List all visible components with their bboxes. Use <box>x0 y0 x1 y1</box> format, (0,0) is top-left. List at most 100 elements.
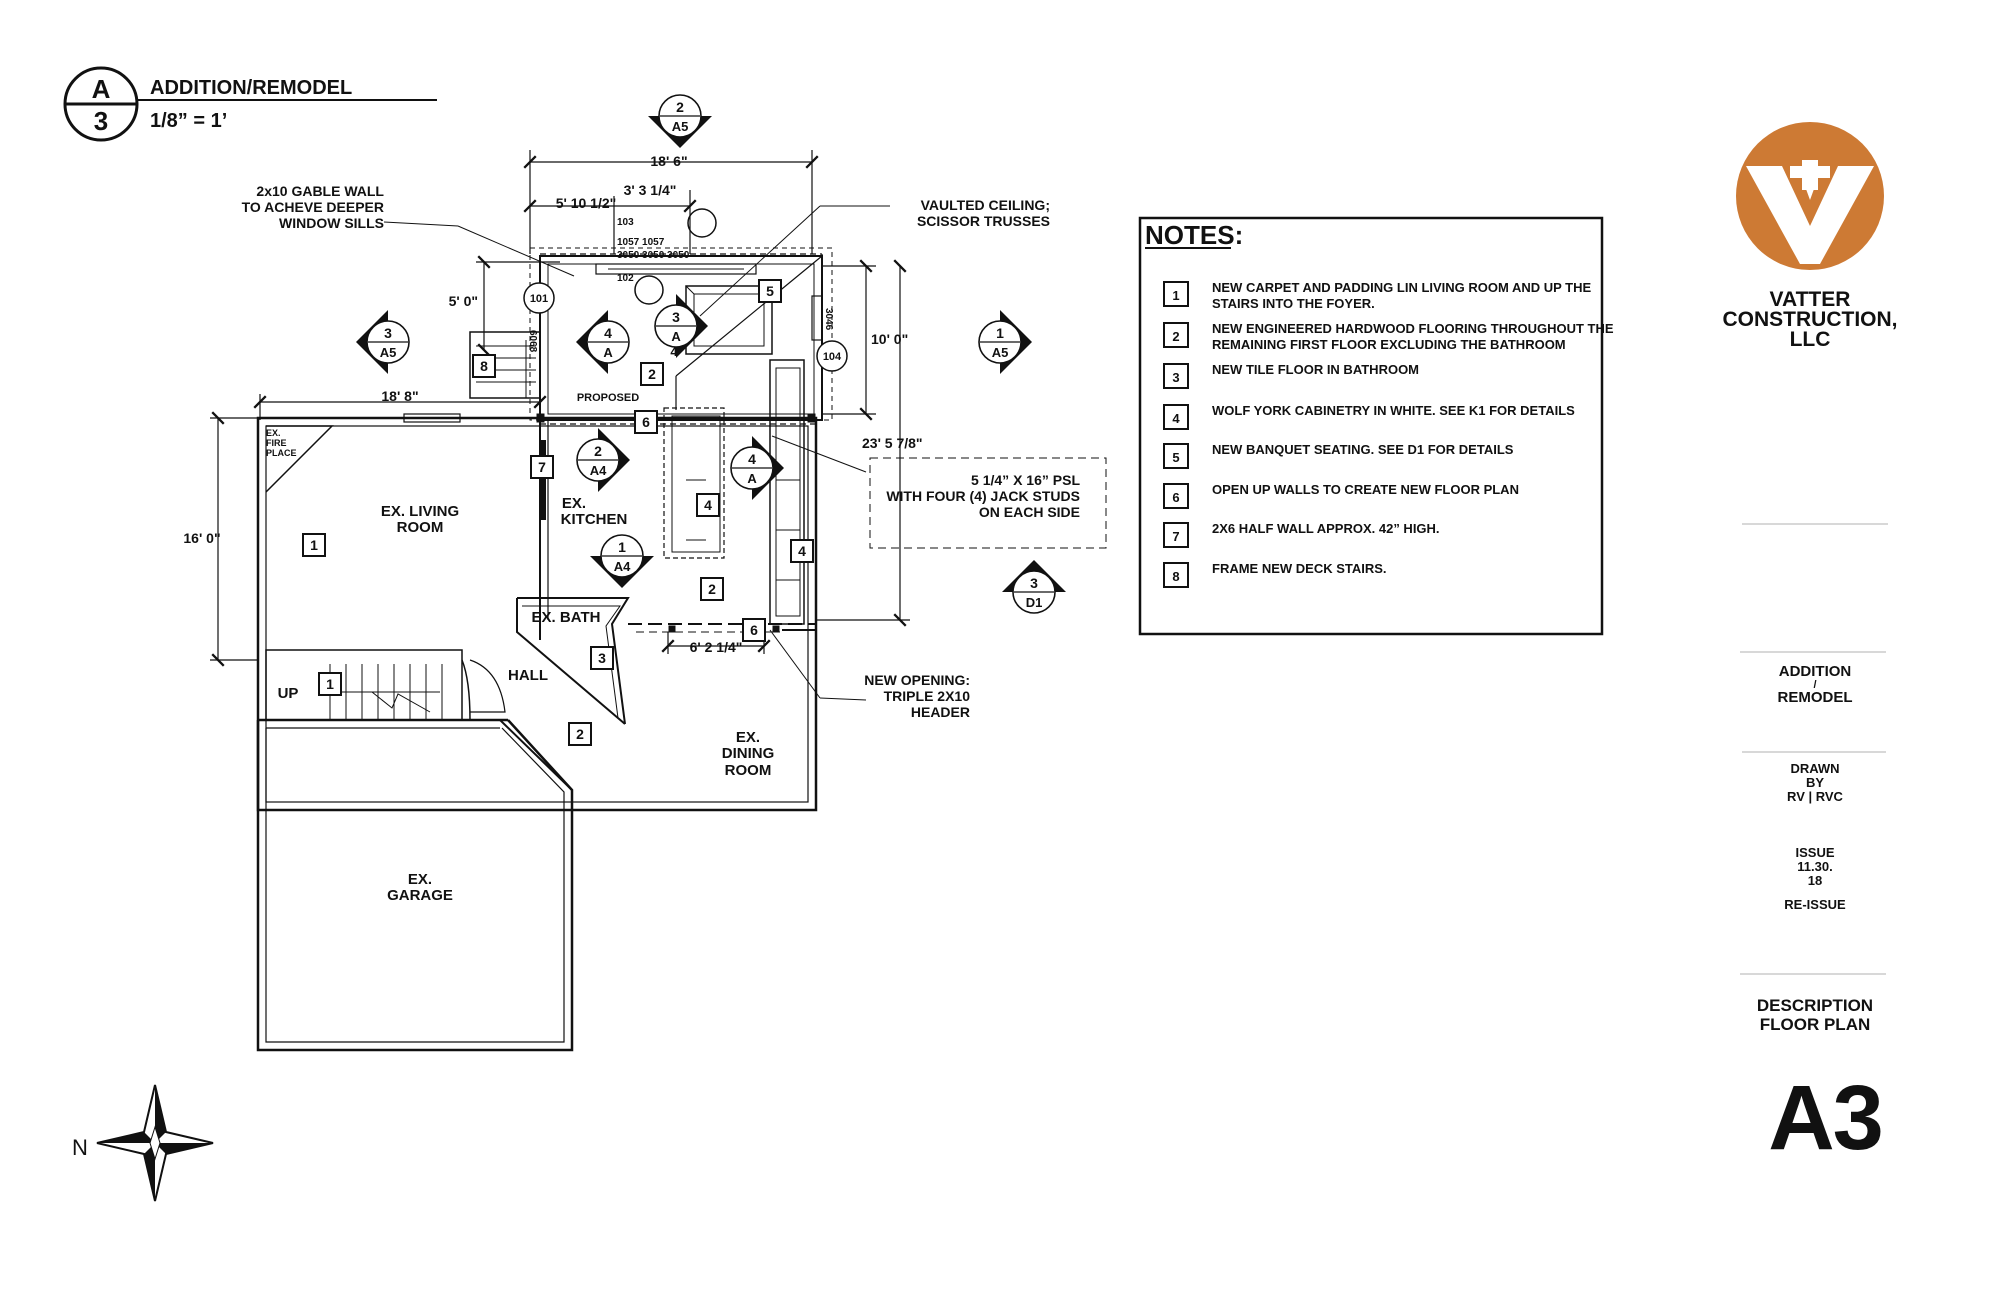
sheet-description: DESCRIPTION FLOOR PLAN <box>1730 996 1900 1034</box>
callout-vaulted: SCISSOR TRUSSES <box>917 213 1050 229</box>
window-code: 102 <box>617 273 634 284</box>
description-line: FLOOR PLAN <box>1759 1015 1871 1034</box>
note-item: 4 WOLF YORK CABINETRY IN WHITE. SEE K1 FO… <box>1163 403 1575 430</box>
note-item: 6 OPEN UP WALLS TO CREATE NEW FLOOR PLAN <box>1163 482 1519 509</box>
callout-gable: WINDOW SILLS <box>279 215 384 231</box>
note-number: 2 <box>1172 329 1179 344</box>
fireplace-label: PLACE <box>266 448 297 458</box>
section-marker: 3A <box>654 294 708 358</box>
drawing-scale: 1/8” = 1’ <box>150 110 227 132</box>
marker-number: 4 <box>748 451 756 467</box>
plan-tag: 3 <box>590 646 614 670</box>
project-line: ADDITION <box>1778 663 1852 680</box>
note-item: 2 NEW ENGINEERED HARDWOOD FLOORING THROUG… <box>1163 321 1614 352</box>
room-garage-label: EX. <box>408 871 432 888</box>
door-tag: 101 <box>530 293 548 305</box>
room-living-label: ROOM <box>397 519 444 536</box>
marker-number: 4 <box>604 325 612 341</box>
dim-seg-a: 5' 10 1/2" <box>556 195 617 211</box>
callout-gable: 2x10 GABLE WALL <box>256 183 384 199</box>
room-bath-label: EX. BATH <box>532 609 601 626</box>
drawing-section-letter: A <box>92 74 111 104</box>
project-name: ADDITION / REMODEL <box>1750 664 1880 706</box>
title-block-rules <box>1740 523 1888 975</box>
drawn-line: DRAWN <box>1790 761 1840 776</box>
section-marker: 3D1 <box>1002 560 1066 614</box>
drawing-title: ADDITION/REMODEL <box>150 77 352 99</box>
drawing-title-block: A 3 ADDITION/REMODEL 1/8” = 1’ <box>63 66 437 142</box>
room-living-label: EX. LIVING <box>381 503 459 520</box>
plan-tag-number: 2 <box>648 366 656 382</box>
note-number: 6 <box>1172 490 1179 505</box>
plan-tag-number: 3 <box>598 650 606 666</box>
marker-sheet: A <box>603 345 613 360</box>
vatter-v-logo-icon <box>1736 122 1884 270</box>
callout-psl: ON EACH SIDE <box>979 504 1080 520</box>
fireplace-label: EX. <box>266 428 281 438</box>
section-marker: 2A5 <box>648 94 712 148</box>
dim-left-depth: 5' 0" <box>449 293 478 309</box>
note-text: FRAME NEW DECK STAIRS. <box>1212 561 1387 576</box>
plan-tag-number: 2 <box>576 726 584 742</box>
drawing-page-number: 3 <box>94 106 108 136</box>
company-name: VATTER CONSTRUCTION, LLC <box>1690 288 1930 351</box>
window-code: 1057 1057 <box>617 237 665 248</box>
note-text: REMAINING FIRST FLOOR EXCLUDING THE BATH… <box>1212 337 1566 352</box>
callout-opening: HEADER <box>911 704 970 720</box>
callouts <box>383 205 1107 701</box>
callout-text: 2x10 GABLE WALL TO ACHEVE DEEPER WINDOW … <box>242 183 1081 720</box>
note-text: WOLF YORK CABINETRY IN WHITE. SEE K1 FOR… <box>1212 403 1575 418</box>
section-marker: 4A <box>576 310 630 374</box>
note-text: NEW TILE FLOOR IN BATHROOM <box>1212 362 1419 377</box>
window-codes: 103 1057 1057 3050 3050 3050 102 3046 60… <box>527 217 834 353</box>
marker-number: 2 <box>594 443 602 459</box>
callout-psl: WITH FOUR (4) JACK STUDS <box>886 488 1080 504</box>
callout-vaulted: VAULTED CEILING; <box>921 197 1050 213</box>
marker-sheet: D1 <box>1026 595 1043 610</box>
note-number: 4 <box>1172 411 1180 426</box>
window-code: 3046 <box>823 308 834 331</box>
dimension-labels: 18' 6" 5' 10 1/2" 3' 3 1/4" 5' 0" 18' 8"… <box>183 153 922 655</box>
company-name-line: VATTER CONSTRUCTION, <box>1722 288 1898 331</box>
company-name-line: LLC <box>1789 328 1831 351</box>
room-dining-label: EX. <box>736 729 760 746</box>
plan-tag: 4 <box>696 493 720 517</box>
door-tags: 101 104 <box>523 208 848 372</box>
plan-tag-number: 4 <box>798 543 806 559</box>
marker-sheet: A <box>747 471 757 486</box>
note-text: NEW CARPET AND PADDING LIN LIVING ROOM A… <box>1212 280 1592 295</box>
plan-tag: 7 <box>530 455 554 479</box>
marker-sheet: A <box>671 329 681 344</box>
note-text: OPEN UP WALLS TO CREATE NEW FLOOR PLAN <box>1212 482 1519 497</box>
note-text: 2X6 HALF WALL APPROX. 42” HIGH. <box>1212 521 1440 536</box>
note-text: NEW ENGINEERED HARDWOOD FLOORING THROUGH… <box>1212 321 1614 336</box>
fireplace-label: FIRE <box>266 438 287 448</box>
dim-living-width: 18' 8" <box>381 388 418 404</box>
door-tag: 104 <box>823 351 842 363</box>
marker-number: 1 <box>618 539 626 555</box>
dim-overall-width: 18' 6" <box>650 153 687 169</box>
stair-up-label: UP <box>278 685 299 702</box>
plan-tag-number: 4 <box>704 497 712 513</box>
issue-date: ISSUE 11.30. 18 RE-ISSUE <box>1750 846 1880 912</box>
callout-gable: TO ACHEVE DEEPER <box>242 199 384 215</box>
note-number: 8 <box>1172 569 1179 584</box>
plan-tag: 1 <box>302 533 326 557</box>
issue-line: ISSUE <box>1795 845 1835 860</box>
note-text: NEW BANQUET SEATING. SEE D1 FOR DETAILS <box>1212 442 1514 457</box>
stray-mark: 4 <box>670 344 678 359</box>
marker-number: 1 <box>996 325 1004 341</box>
marker-number: 2 <box>676 99 684 115</box>
dimensions <box>210 150 910 667</box>
section-marker: 1A5 <box>978 310 1032 374</box>
room-labels: EX. LIVING ROOM EX. FIRE PLACE EX. KITCH… <box>266 392 774 904</box>
sheet-number: A3 <box>1768 1067 1884 1169</box>
plan-tag: 2 <box>568 722 592 746</box>
room-garage-label: GARAGE <box>387 887 453 904</box>
